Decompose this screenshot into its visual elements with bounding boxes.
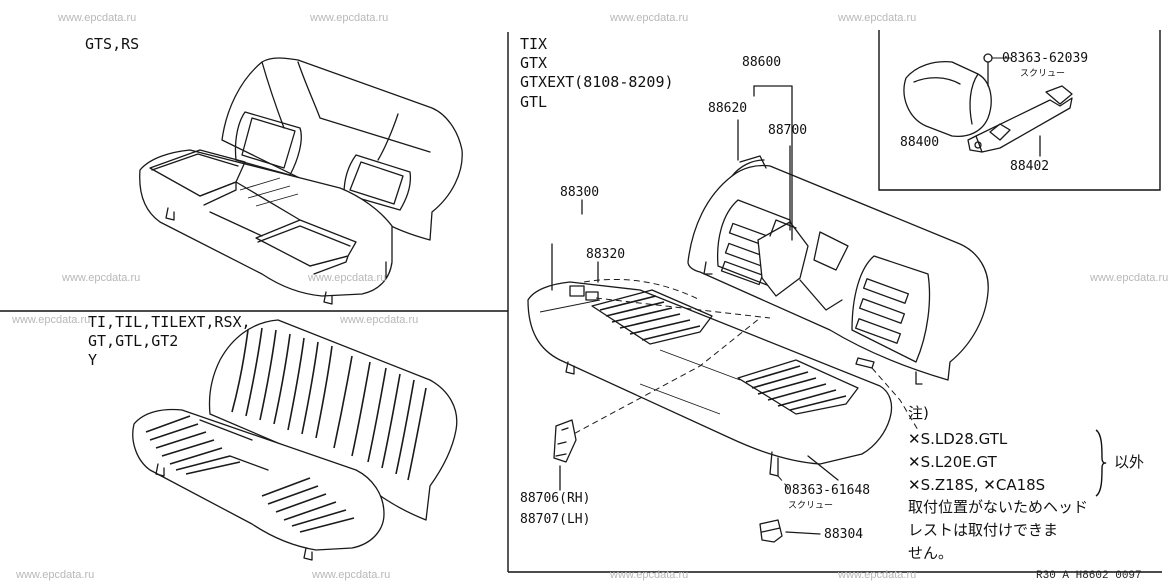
screw-caption-61648: スクリュー [788,501,834,511]
note-line-1: ✕S.LD28.GTL [908,430,1008,448]
part-number-88402: 88402 [1010,159,1050,174]
variant-label-ti-line2: GT,GTL,GT2 [88,332,179,350]
retainer-88320-shape [569,285,585,297]
screw-caption-62039: スクリュー [1020,69,1066,79]
watermark: www.epcdata.ru [12,314,91,326]
panel-dividers [0,30,1162,573]
part-number-88700: 88700 [768,123,808,138]
watermark: www.epcdata.ru [340,314,419,326]
note-except: 以外 [1114,453,1145,471]
note-brace [1095,429,1107,497]
part-number-88707: 88707(LH) [520,512,591,527]
note-line-2: ✕S.L20E.GT [908,453,997,471]
watermark: www.epcdata.ru [310,12,389,24]
variant-label-gtx: GTX [520,54,548,72]
variant-label-ti-line3: Y [88,351,98,369]
note-line-5: レストは取付けできま [908,521,1059,539]
part-number-88600: 88600 [742,55,782,70]
note-heading: 注) [908,404,929,422]
variant-label-gtxext: GTXEXT(8108-8209) [520,73,674,91]
watermark: www.epcdata.ru [610,12,689,24]
part-number-88320: 88320 [586,247,626,262]
seat-drawing-ti-til [132,319,458,561]
variant-label-gts-rs: GTS,RS [85,35,140,53]
watermark: www.epcdata.ru [312,569,391,581]
watermark: www.epcdata.ru [308,272,387,284]
watermark: www.epcdata.ru [62,272,141,284]
note-line-3: ✕S.Z18S, ✕CA18S [908,476,1046,494]
variant-label-ti-line1: TI,TIL,TILEXT,RSX, [88,313,251,331]
note-line-4: 取付位置がないためヘッド [908,498,1089,516]
part-number-88300: 88300 [560,185,600,200]
part-number-88400: 88400 [900,135,940,150]
watermark: www.epcdata.ru [58,12,137,24]
diagram-reference-code: R30 A H8602 0097 [1036,570,1142,582]
watermark: www.epcdata.ru [1090,272,1168,284]
note-line-6: せん。 [908,544,954,562]
watermark: www.epcdata.ru [16,569,95,581]
seat-drawing-exploded [527,85,989,543]
headrest-inset-drawing [903,53,1073,157]
watermark: www.epcdata.ru [610,569,689,581]
watermark: www.epcdata.ru [838,12,917,24]
watermark: www.epcdata.ru [838,569,917,581]
seat-drawing-gts-rs [139,57,463,305]
part-number-screw-62039: 08363-62039 [1002,51,1089,66]
variant-label-gtl: GTL [520,93,548,111]
part-number-screw-61648: 08363-61648 [784,483,871,498]
part-number-88620: 88620 [708,101,748,116]
part-number-88304: 88304 [824,527,864,542]
variant-label-tix: TIX [520,35,548,53]
part-number-88706: 88706(RH) [520,491,591,506]
